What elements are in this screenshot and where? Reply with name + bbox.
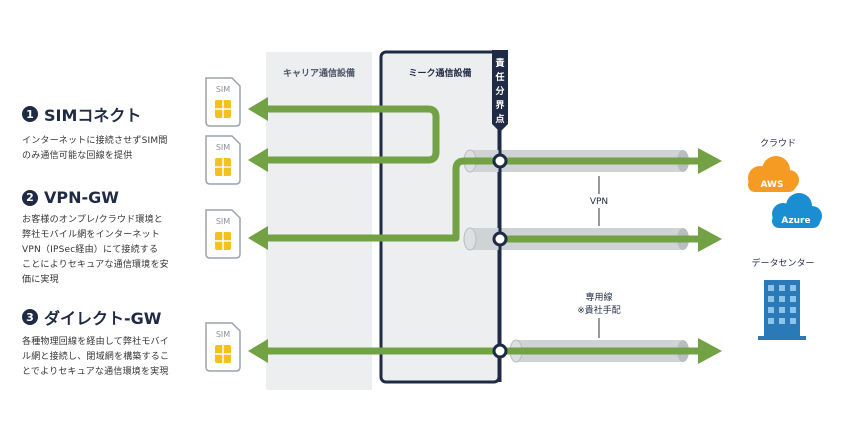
cloud-label: クラウド — [760, 138, 796, 149]
simconnect-loop — [262, 105, 440, 164]
arrow-left-1 — [248, 97, 268, 121]
section-title: SIMコネクト — [44, 106, 142, 125]
arrow-left-3 — [248, 226, 268, 250]
svg-text:Azure: Azure — [781, 216, 810, 226]
leased-label: 専用線 — [585, 291, 612, 303]
section-number: 2 — [22, 189, 38, 206]
svg-text:責: 責 — [495, 57, 504, 69]
boundary-tag: 責 任 分 界 点 — [492, 50, 508, 132]
datacenter-building-icon — [758, 280, 806, 340]
svg-text:SIM: SIM — [216, 217, 230, 226]
section-title: ダイレクト-GW — [44, 309, 162, 328]
section-desc-line: ことによりセキュアな通信環境を安 — [22, 260, 169, 270]
arrow-right-3 — [698, 338, 722, 364]
mique-column-title: ミーク通信設備 — [408, 67, 471, 79]
svg-text:分: 分 — [495, 85, 504, 97]
svg-text:SIM: SIM — [216, 330, 230, 339]
node-3 — [492, 343, 508, 359]
section-number: 3 — [22, 309, 38, 325]
section-sim-connect: 1 SIMコネクト インターネットに接続させずSIM間 のみ通信可能な回線を提供 — [22, 102, 168, 164]
mique-column — [379, 50, 501, 384]
sim-card-icon-4: SIM — [205, 322, 241, 372]
arrow-left-4 — [248, 339, 268, 363]
svg-text:界: 界 — [495, 100, 504, 111]
svg-text:SIM: SIM — [216, 85, 230, 94]
section-desc-line: 各種物理回線を経由して弊社モバイ — [22, 337, 169, 347]
section-title: VPN-GW — [44, 188, 119, 207]
arrow-left-2 — [248, 148, 268, 172]
section-vpn-gw: 2 VPN-GW お客様のオンプレ/クラウド環境と 弊社モバイル網をインターネット… — [22, 188, 169, 288]
leased-note: ※貴社手配 — [577, 304, 621, 316]
datacenter-label: データセンター — [751, 257, 814, 269]
section-number: 1 — [22, 106, 38, 122]
section-desc-line: VPN（IPSec経由）にて接続する — [22, 245, 159, 255]
svg-text:SIM: SIM — [216, 143, 230, 152]
section-desc-line: ル網と接続し、閉域網を構築するこ — [22, 352, 170, 362]
section-direct-gw: 3 ダイレクト-GW 各種物理回線を経由して弊社モバイ ル網と接続し、閉域網を構築… — [22, 305, 169, 380]
sim-card-icon-1: SIM — [205, 77, 241, 127]
section-desc-line: お客様のオンプレ/クラウド環境と — [22, 215, 163, 225]
section-desc-line: とでよりセキュアな通信環境を実現 — [22, 367, 169, 377]
aws-cloud-icon: AWS — [748, 156, 799, 192]
arrow-right-2 — [698, 226, 722, 252]
azure-cloud-icon: Azure — [772, 193, 822, 228]
section-desc-line: 価に実現 — [22, 275, 59, 285]
vpn-route — [262, 157, 700, 242]
sim-card-icon-3: SIM — [205, 209, 241, 259]
node-1 — [492, 153, 508, 169]
svg-text:AWS: AWS — [761, 180, 784, 190]
section-desc-line: のみ通信可能な回線を提供 — [22, 151, 133, 161]
svg-text:点: 点 — [495, 113, 504, 125]
section-desc-line: 弊社モバイル網をインターネット — [22, 230, 161, 240]
arrow-right-1 — [698, 148, 722, 174]
carrier-column-title: キャリア通信設備 — [283, 67, 355, 79]
section-desc-line: インターネットに接続させずSIM間 — [22, 136, 168, 146]
node-2 — [492, 231, 508, 247]
svg-text:任: 任 — [494, 71, 504, 83]
sim-card-icon-2: SIM — [205, 135, 241, 185]
vpn-label: VPN — [590, 197, 608, 207]
carrier-column — [266, 52, 372, 390]
